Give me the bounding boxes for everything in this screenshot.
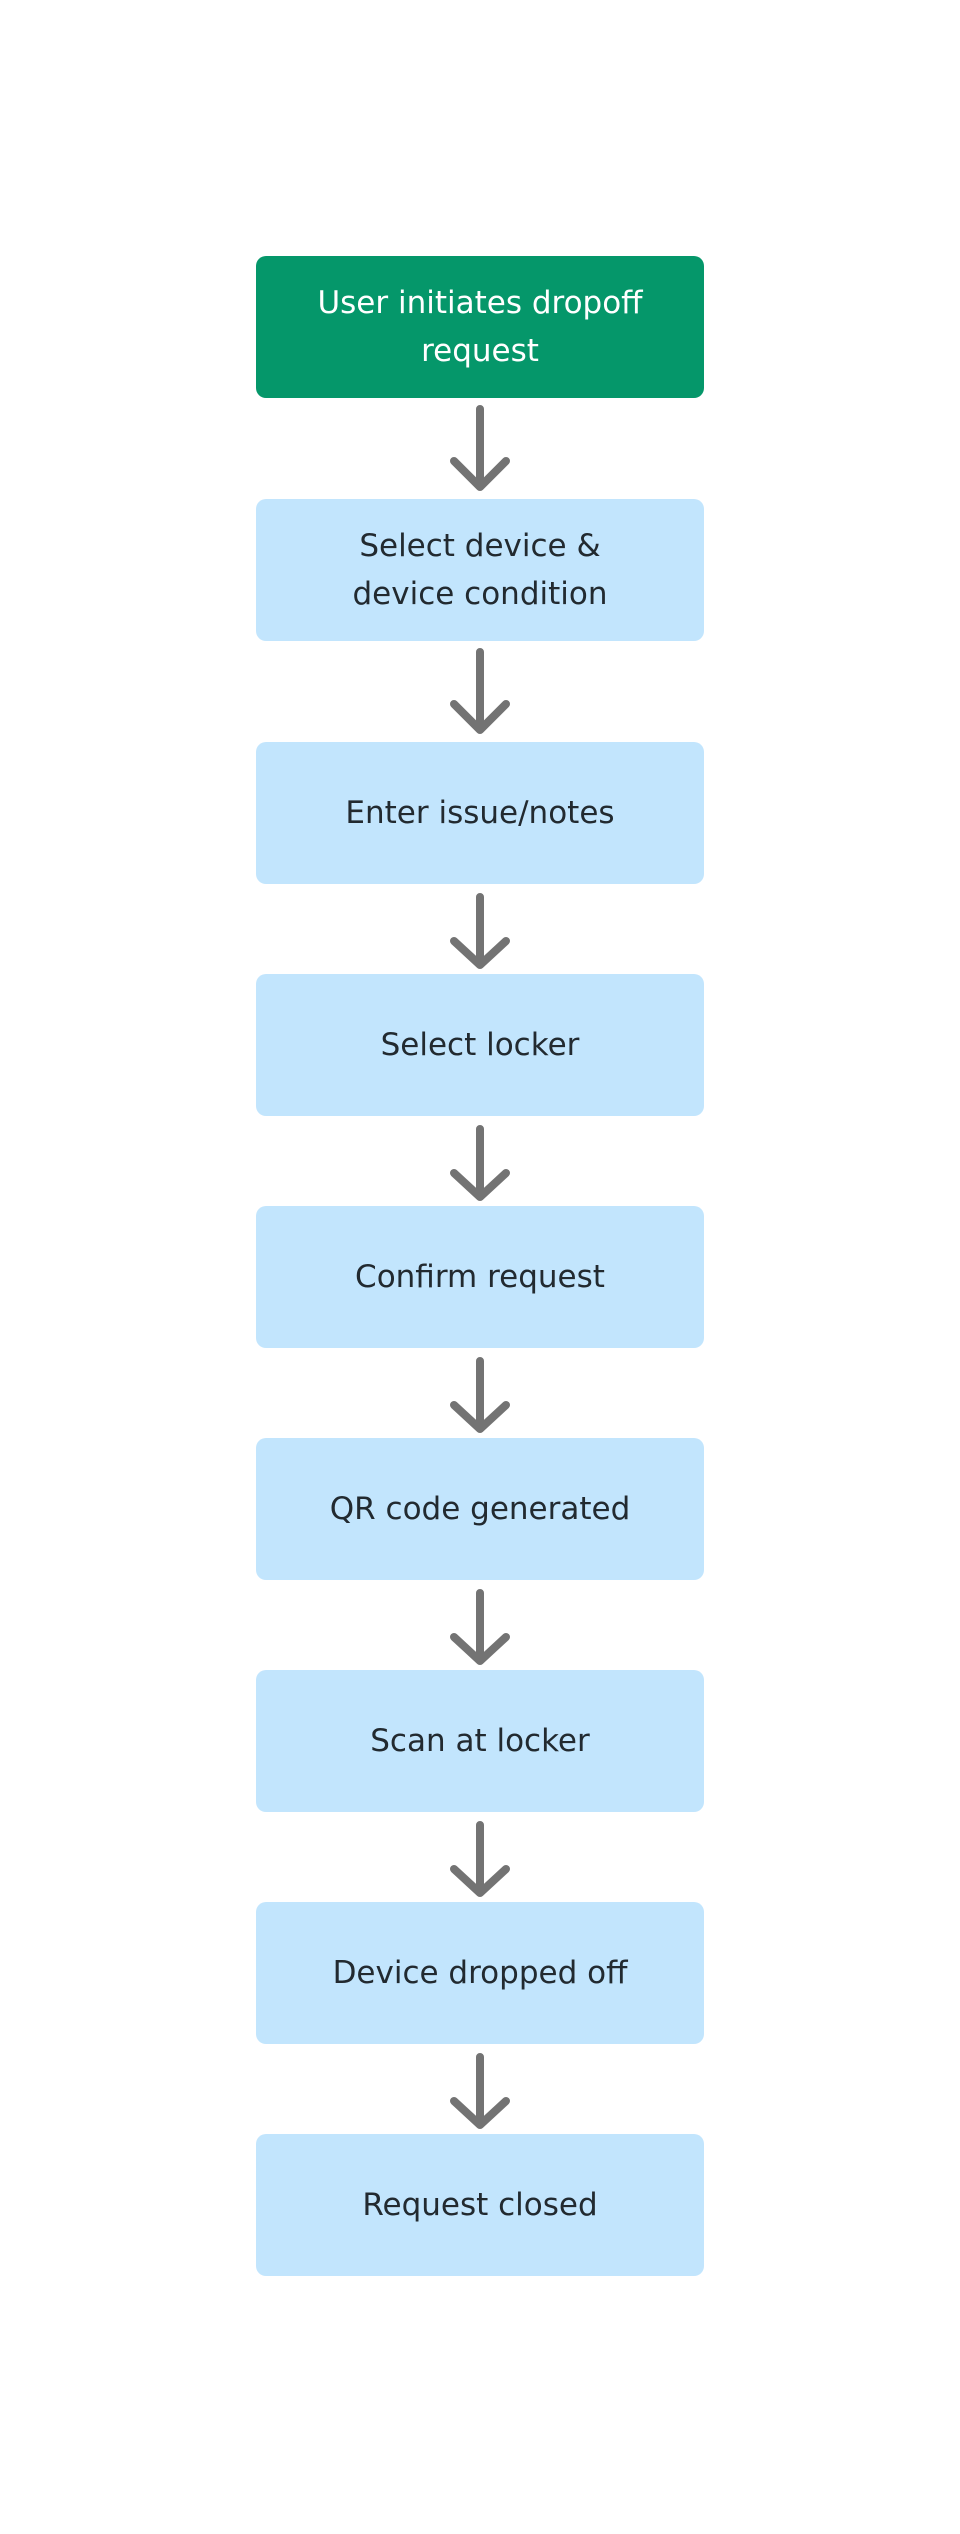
flow-step-label: Select device & device condition [352,528,608,612]
flow-step-request-closed: Request closed [256,2134,704,2276]
arrow-down-icon [450,648,510,738]
flow-step-label: Request closed [362,2187,598,2223]
arrow-down-icon [450,2048,510,2138]
arrow-down-icon [450,1816,510,1906]
arrow-down-icon [450,405,510,495]
arrow-down-icon [450,1352,510,1442]
flow-step-label: Confirm request [355,1259,605,1295]
flow-step-user-initiates-dropoff-request: User initiates dropoff request [256,256,704,398]
flow-step-label: Device dropped off [332,1955,628,1991]
arrow-down-icon [450,1584,510,1674]
flow-step-label: Select locker [380,1027,580,1063]
flow-step-label: QR code generated [329,1491,631,1527]
flow-step-confirm-request: Confirm request [256,1206,704,1348]
flow-step-qr-code-generated: QR code generated [256,1438,704,1580]
flow-step-enter-issue-notes: Enter issue/notes [256,742,704,884]
flow-step-select-device: Select device & device condition [256,499,704,641]
flow-step-device-dropped-off: Device dropped off [256,1902,704,2044]
arrow-down-icon [450,888,510,978]
flow-step-label: User initiates dropoff request [317,285,643,369]
flow-step-scan-at-locker: Scan at locker [256,1670,704,1812]
arrow-down-icon [450,1120,510,1210]
flow-step-label: Scan at locker [370,1723,590,1759]
flow-step-select-locker: Select locker [256,974,704,1116]
flow-step-label: Enter issue/notes [345,795,615,831]
